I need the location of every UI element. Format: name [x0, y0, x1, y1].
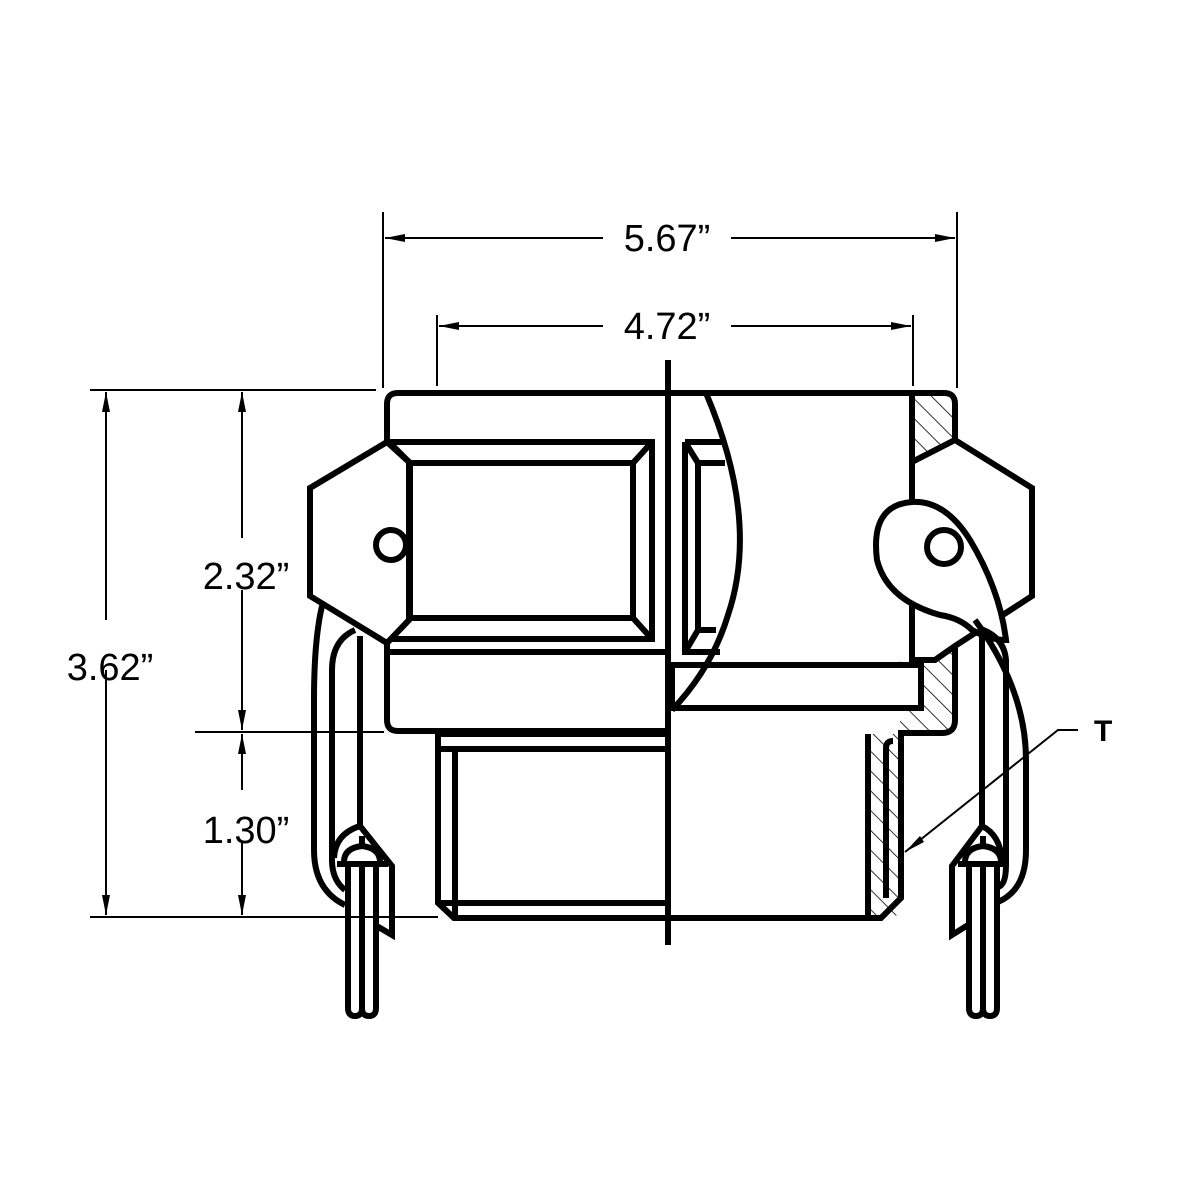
overall-height-label: 3.62” — [67, 647, 154, 689]
dimension-body-height: 2.32” — [195, 392, 384, 733]
dimension-overall-width: 5.67” — [382, 212, 958, 388]
cam-groove-window-outer — [386, 439, 655, 642]
leader-line — [904, 729, 1078, 853]
bevel-line — [630, 439, 655, 466]
cam-groove-partial — [682, 439, 725, 655]
cutaway-arc — [669, 391, 743, 713]
body-top-edge — [384, 390, 668, 442]
body-width-label: 4.72” — [624, 306, 711, 348]
body-height-label: 2.32” — [203, 556, 290, 598]
cam-ear-outline — [307, 438, 412, 647]
pull-ring-cap — [341, 842, 383, 863]
overall-width-label: 5.67” — [624, 218, 711, 260]
gasket-seat-ledge — [669, 662, 924, 711]
dimension-overall-height: 3.62” — [67, 389, 438, 918]
leader-arrowhead — [905, 836, 924, 852]
cam-pivot-hole — [924, 527, 964, 567]
cam-pivot-hole — [373, 527, 409, 563]
thread-outline — [435, 731, 668, 921]
cam-lever-head — [873, 498, 1010, 644]
left-cam-arm — [311, 605, 395, 1020]
dimension-body-width: 4.72” — [436, 306, 914, 386]
cam-arm-inner — [329, 627, 357, 893]
cam-groove-window-inner — [407, 460, 636, 621]
cam-arm-outer — [311, 605, 347, 908]
thread-callout: T — [904, 715, 1112, 853]
coupler-body-exterior — [384, 390, 668, 734]
thread-label: T — [1094, 715, 1112, 748]
section-outer-profile — [868, 648, 958, 921]
section-top-edge — [668, 390, 958, 440]
thread-length-label: 1.30” — [203, 810, 290, 852]
right-cam-lever — [873, 498, 1029, 1020]
pull-ring-cap — [962, 842, 1004, 863]
cam-arm-clip — [331, 822, 395, 941]
cam-arm-inner — [977, 625, 1009, 890]
dimension-thread-length: 1.30” — [203, 734, 290, 915]
male-thread-exterior — [435, 731, 668, 921]
body-bottom-edge — [384, 640, 668, 734]
left-cam-ear — [307, 438, 412, 647]
bevel-line — [630, 615, 655, 642]
section-thread-relief — [883, 738, 894, 898]
